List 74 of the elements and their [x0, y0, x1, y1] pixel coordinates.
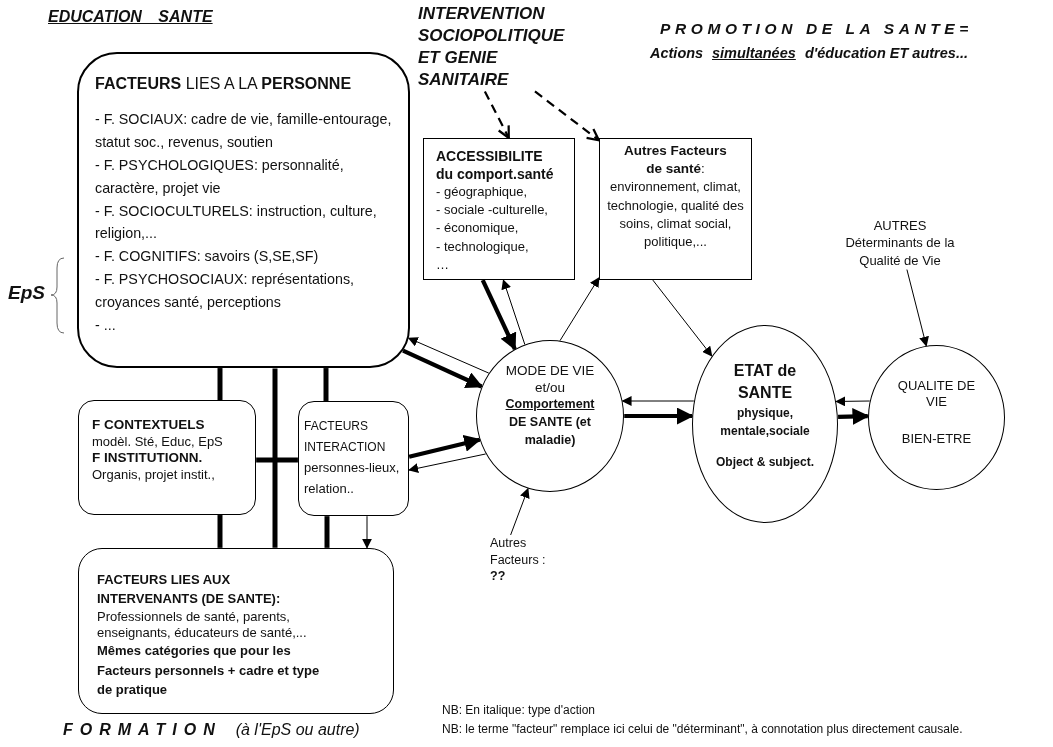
note-text: Déterminants de la Qualité de Vie: [844, 234, 956, 270]
ellipse-heading: ETAT de SANTE: [732, 361, 798, 403]
factor-box: [78, 400, 256, 515]
arrow: [402, 348, 484, 389]
list-item: - F. SOCIAUX: cadre de vie, famille-entourage, statut soc., revenus, soutien: [95, 110, 393, 152]
factor-box: [77, 52, 410, 368]
connector-line: [323, 368, 329, 401]
note-text: AUTRES: [873, 218, 927, 235]
box-text: environnement, climat, technologie, qualité des soins, climat social, politique,...: [606, 178, 745, 251]
heading-text: Actions: [650, 45, 704, 61]
ellipse-text: MODE DE VIE et/ou: [504, 363, 596, 397]
heading-text: simultanées: [712, 45, 796, 61]
arrow: [480, 279, 517, 351]
ellipse-text: Object & subject.: [716, 454, 814, 470]
box-heading: FACTEURS LIES AUX INTERVENANTS (DE SANTE):: [97, 571, 282, 608]
factor-box: [298, 401, 409, 516]
list-item: - sociale -culturelle,: [436, 201, 548, 220]
arrow: [408, 453, 487, 474]
list-item: - F. PSYCHOLOGIQUES: personnalité, caractère, projet vie: [95, 155, 345, 198]
ellipse-text: BIEN-ETRE: [901, 430, 972, 447]
connector-line: [272, 368, 278, 548]
arrow: [534, 90, 600, 142]
list-item: - F. SOCIOCULTURELS: instruction, culture, religion,...: [95, 201, 378, 244]
note-text: Autres Facteurs :: [490, 535, 547, 569]
box-heading: ACCESSIBILITE du comport.santé: [436, 148, 555, 183]
heading-text: d'éducation ET autres...: [805, 45, 968, 61]
box-text: modèl. Sté, Educ, EpS: [92, 433, 223, 451]
info-box: [423, 138, 575, 280]
arrow: [362, 515, 372, 549]
info-box: [599, 138, 752, 280]
box-heading: FACTEURS LIES A LA PERSONNE: [95, 74, 352, 94]
arrow: [510, 487, 530, 536]
ellipse-text: QUALITE DE VIE: [896, 378, 977, 411]
connector-line: [324, 516, 330, 548]
factor-box: [78, 548, 394, 714]
caption-text: FORMATION: [63, 721, 222, 738]
arrow: [906, 269, 929, 347]
note-text: NB: le terme "facteur" remplace ici celui de "déterminant", à connotation plus directement causale.: [442, 722, 963, 736]
arrow: [838, 408, 870, 425]
box-heading: F INSTITUTIONN.: [92, 450, 203, 467]
heading-text: INTERVENTION SOCIOPOLITIQUE ET GENIE SANITAIRE: [418, 3, 566, 92]
list-item: - technologique,: [436, 237, 529, 256]
arrow: [483, 90, 510, 139]
arrow: [407, 337, 490, 374]
arrow: [624, 407, 694, 425]
box-text: Mêmes catégories que pour les Facteurs personnels + cadre et type de pratique: [97, 642, 321, 700]
arrow: [501, 279, 526, 345]
heading-text: PROMOTION DE LA SANTE=: [660, 20, 973, 38]
box-heading: F CONTEXTUELS: [92, 417, 205, 434]
connector-line: [256, 457, 298, 463]
box-heading: Autres Facteurs de santé:: [623, 142, 728, 179]
list-item: - économique,: [436, 219, 519, 238]
list-item: - ...: [95, 315, 116, 335]
note-text: NB: En italique: type d'action: [442, 703, 596, 717]
list-item: - F. COGNITIFS: savoirs (S,SE,SF): [95, 247, 319, 267]
list-item: - géographique,: [436, 183, 528, 201]
list-item: - F. PSYCHOSOCIAUX: représentations, croyances santé, perceptions: [95, 270, 356, 312]
connector-line: [217, 515, 223, 548]
arrow: [559, 276, 600, 342]
box-heading: FACTEURS INTERACTION: [304, 418, 387, 456]
arrow: [408, 435, 482, 459]
heading-text: EDUCATION SANTE: [48, 8, 213, 26]
ellipse-text: Comportement: [505, 396, 595, 413]
connector-line: [217, 368, 223, 400]
box-text: personnes-lieux, relation..: [304, 459, 401, 498]
box-text: Organis, projet instit.,: [92, 467, 215, 484]
caption-text: (à l'EpS ou autre): [235, 721, 360, 738]
box-text: Professionnels de santé, parents, enseignants, éducateurs de santé,...: [97, 608, 308, 642]
ellipse-text: DE SANTE (et maladie): [509, 413, 591, 449]
bracket-label: EpS: [8, 282, 45, 304]
arrow: [652, 279, 713, 357]
note-text: ??: [490, 568, 506, 585]
list-item: …: [436, 255, 449, 274]
ellipse-text: physique, mentale,sociale: [719, 404, 811, 441]
